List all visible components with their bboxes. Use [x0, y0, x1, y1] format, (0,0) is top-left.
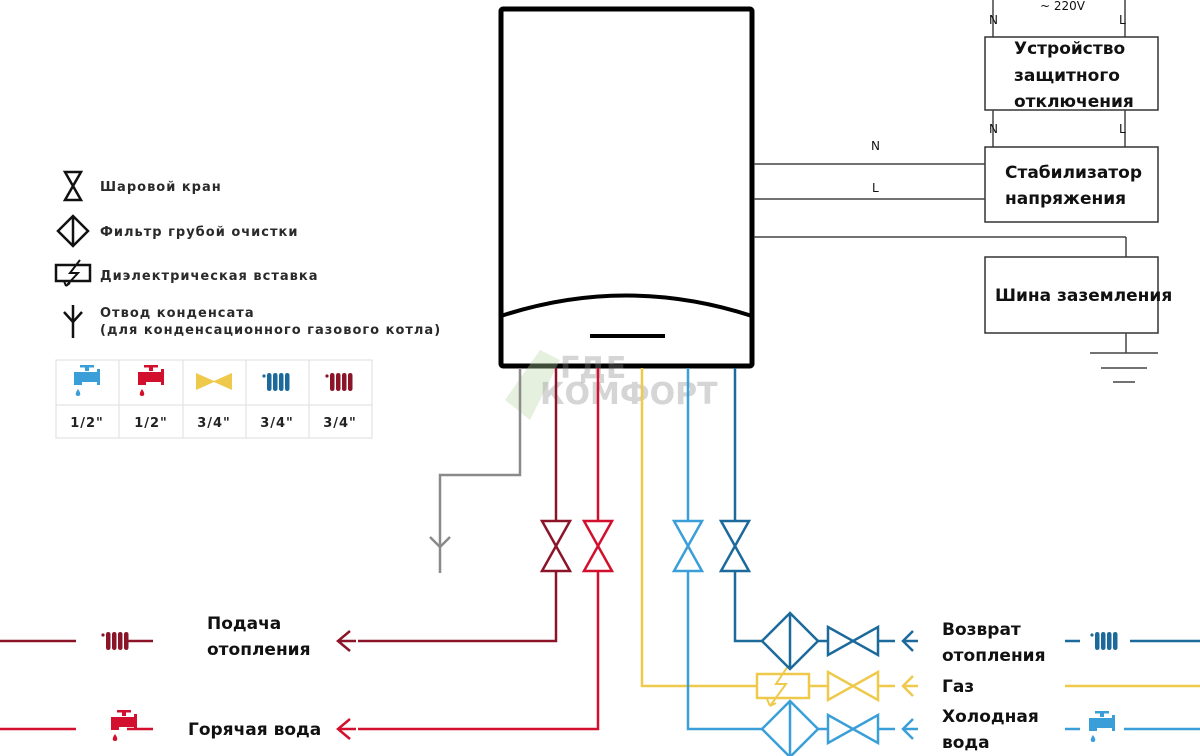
watermark: ГДЕ КОМФОРТ — [505, 350, 718, 420]
heating-return-inlet-valve — [826, 625, 880, 657]
heating-return-arrow-icon — [901, 630, 918, 652]
heating-supply-arrow-icon — [336, 630, 356, 652]
stabilizer-label-2: напряжения — [1005, 189, 1126, 209]
heating-supply-ball-valve — [540, 519, 572, 573]
cold-water-ball-valve — [672, 519, 704, 573]
gas-arrow-icon — [901, 675, 918, 697]
cold-water-label-2: вода — [942, 733, 990, 753]
wire-n-label: N — [871, 139, 880, 153]
heating-return-ball-valve — [719, 519, 751, 573]
hot-water-tap-icon — [138, 365, 164, 396]
rcd-label-1: Устройство — [1014, 39, 1125, 59]
size-cold-water: 1/2" — [70, 416, 104, 431]
supply-radiator-icon — [325, 373, 353, 391]
gas-ball-valve — [826, 670, 880, 702]
gas-valve-icon — [196, 373, 232, 390]
wire-l-label: L — [872, 181, 879, 195]
heating-return-radiator-icon — [1090, 632, 1118, 650]
heating-return-filter — [760, 611, 820, 671]
legend-condensate-label: Отвод конденсата — [100, 306, 255, 321]
return-radiator-icon — [262, 373, 290, 391]
heating-return-label-1: Возврат — [942, 620, 1021, 640]
rcd-out-l-label: L — [1119, 122, 1126, 136]
heating-supply-label-2: отопления — [207, 640, 311, 660]
pipe-size-table — [55, 359, 373, 439]
legend-ball-valve-label: Шаровой кран — [100, 180, 222, 195]
heating-supply-label-1: Подача — [207, 614, 281, 634]
watermark-line-2: КОМФОРТ — [540, 377, 718, 412]
cold-water-tap-icon — [74, 365, 100, 396]
heating-supply-radiator-icon — [101, 632, 129, 650]
stabilizer-label-1: Стабилизатор — [1005, 163, 1142, 183]
legend-dielectric-label: Диэлектрическая вставка — [100, 269, 318, 284]
dielectric-insert-icon — [54, 259, 92, 287]
electrical-wiring — [754, 0, 1159, 383]
hot-water-ball-valve — [582, 519, 614, 573]
ground-bus-label: Шина заземления — [995, 286, 1172, 306]
ball-valve-icon — [62, 170, 84, 202]
cold-water-tap-icon — [1089, 711, 1115, 742]
cold-water-label-1: Холодная — [942, 707, 1039, 727]
gas-label: Газ — [942, 677, 974, 697]
watermark-line-1: ГДЕ — [560, 351, 626, 386]
size-hot-water: 1/2" — [134, 416, 168, 431]
cold-water-pipe — [672, 368, 1200, 756]
mains-voltage-label: ~ 220V — [1040, 0, 1086, 13]
hot-water-label: Горячая вода — [188, 720, 321, 740]
coarse-filter-icon — [56, 214, 90, 248]
cold-water-inlet-valve — [826, 713, 880, 745]
legend: Шаровой кран Фильтр грубой очистки Диэле… — [54, 170, 441, 439]
rcd-in-n-label: N — [989, 13, 998, 27]
size-gas: 3/4" — [197, 416, 231, 431]
cold-water-filter — [760, 699, 820, 756]
rcd-in-l-label: L — [1119, 13, 1126, 27]
condensate-drain-icon — [63, 305, 83, 338]
boiler — [498, 6, 755, 369]
gas-pipe — [640, 368, 1200, 707]
legend-condensate-label-2: (для конденсационного газового котла) — [100, 323, 441, 338]
condensate-pipe — [429, 368, 522, 573]
hot-water-pipe — [0, 368, 614, 740]
hot-water-arrow-icon — [336, 718, 356, 740]
cold-water-arrow-icon — [901, 718, 918, 740]
hot-water-tap-icon — [111, 710, 137, 741]
rcd-label-2: защитного — [1014, 66, 1120, 86]
size-heating-return: 3/4" — [260, 416, 294, 431]
rcd-label-3: отключения — [1014, 92, 1134, 112]
legend-filter-label: Фильтр грубой очистки — [100, 225, 298, 240]
rcd-out-n-label: N — [989, 122, 998, 136]
gas-dielectric-insert — [755, 672, 811, 700]
size-heating-supply: 3/4" — [323, 416, 357, 431]
heating-supply-pipe — [0, 368, 572, 652]
heating-return-pipe — [719, 368, 1200, 671]
heating-return-label-2: отопления — [942, 646, 1046, 666]
